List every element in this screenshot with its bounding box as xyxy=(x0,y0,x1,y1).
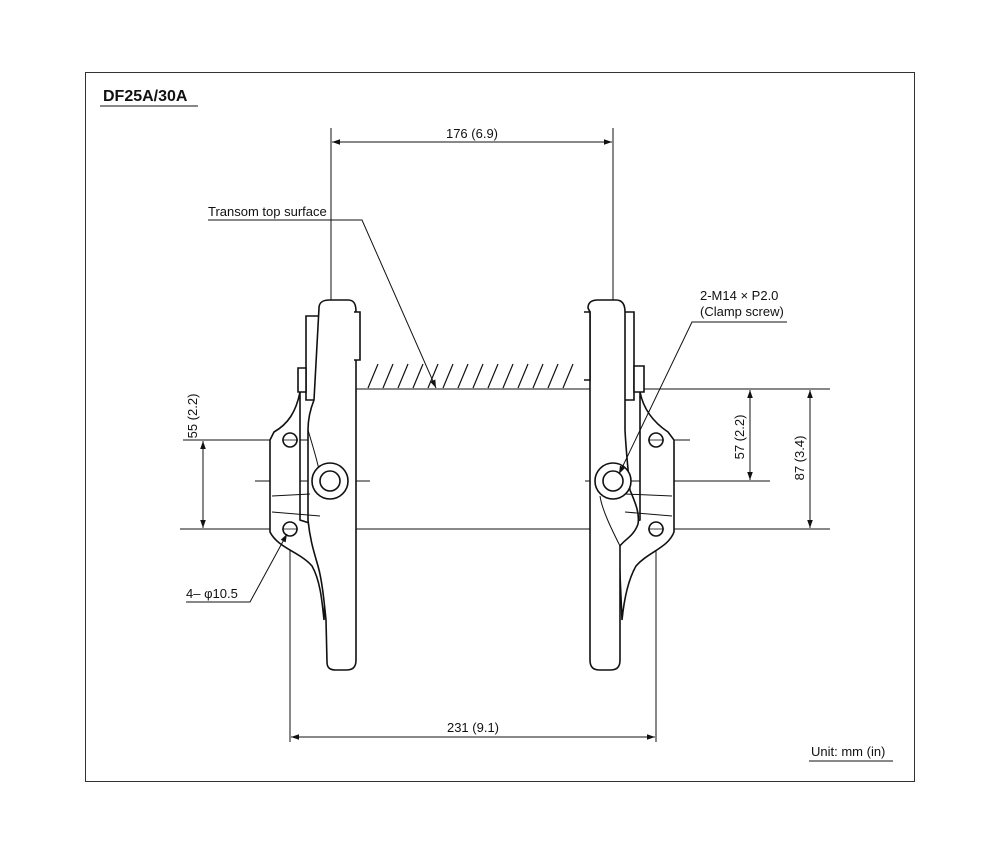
drawing-frame xyxy=(85,72,915,782)
clamp-screw-label: 2-M14 × P2.0 xyxy=(700,288,778,303)
dim-bottom-width: 231 (9.1) xyxy=(447,720,499,735)
unit-note: Unit: mm (in) xyxy=(811,744,886,759)
holes-label: 4– φ10.5 xyxy=(186,586,238,601)
dim-top-width: 176 (6.9) xyxy=(446,126,498,141)
left-bracket xyxy=(269,299,361,671)
right-bracket xyxy=(584,299,675,671)
clamp-screw-sublabel: (Clamp screw) xyxy=(700,304,784,319)
dim-left-height: 55 (2.2) xyxy=(185,394,200,439)
dimension-lines xyxy=(200,139,813,740)
transom-label: Transom top surface xyxy=(208,204,327,219)
model-title: DF25A/30A xyxy=(103,88,188,105)
transom-hatch xyxy=(367,363,574,389)
leader-lines xyxy=(186,219,787,603)
dim-right-height-b: 87 (3.4) xyxy=(792,436,807,481)
dim-right-height-a: 57 (2.2) xyxy=(732,415,747,460)
hole-centerlines xyxy=(282,439,664,530)
